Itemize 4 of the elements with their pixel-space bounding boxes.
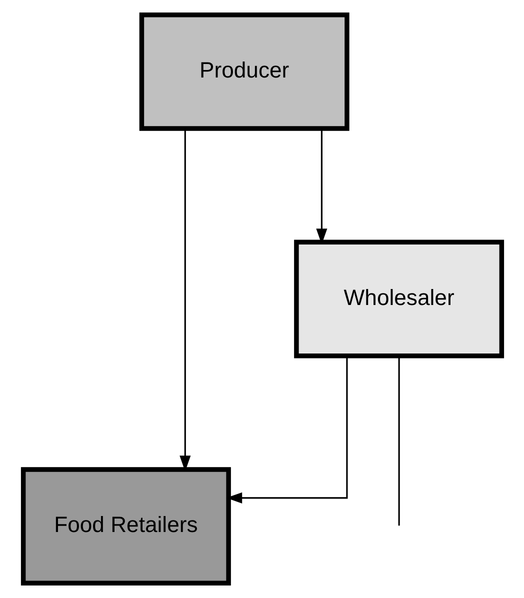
node-box: Wholesaler: [294, 240, 504, 358]
node-box: Food Retailers: [20, 467, 230, 586]
node-box: Producer: [138, 12, 349, 131]
connector: [398, 356, 400, 526]
